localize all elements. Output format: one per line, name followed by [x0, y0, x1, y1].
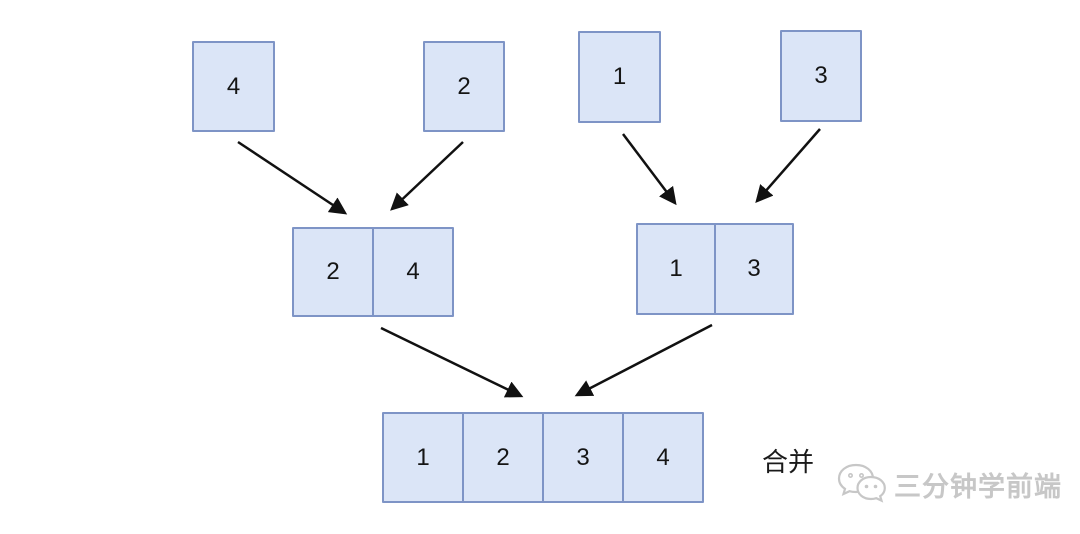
merge-label: 合并 — [762, 447, 815, 477]
node-value: 3 — [814, 62, 828, 89]
merged-pair-box-2-4: 2 4 — [292, 227, 454, 317]
arrow-pair13-to-merged — [574, 323, 713, 397]
node-value: 1 — [612, 63, 627, 90]
node-box-4: 4 — [192, 41, 275, 132]
node-value: 4 — [226, 72, 241, 100]
node-box-2: 2 — [423, 41, 505, 132]
node-box-3: 3 — [780, 30, 862, 122]
merged-pair-box-1-3: 1 3 — [636, 223, 794, 315]
node-value: 3 — [542, 414, 622, 501]
arrow-3-to-pair — [755, 128, 821, 203]
watermark-text: 三分钟学前端 — [894, 471, 1062, 502]
node-value: 2 — [462, 414, 542, 501]
arrow-pair24-to-merged — [380, 326, 524, 398]
node-value: 2 — [326, 258, 340, 285]
wechat-chat-bubbles-icon — [837, 463, 886, 503]
arrow-4-to-pair — [237, 140, 348, 215]
node-value: 3 — [714, 225, 792, 313]
node-value: 1 — [416, 443, 430, 471]
node-value: 2 — [457, 72, 471, 100]
node-value: 1 — [669, 255, 683, 282]
node-value: 4 — [622, 414, 702, 501]
node-value: 4 — [372, 229, 452, 315]
watermark: 三分钟学前端 — [836, 462, 1062, 506]
merged-array-box-1-2-3-4: 1 2 3 4 — [382, 412, 704, 503]
node-box-1: 1 — [578, 31, 661, 123]
arrow-1-to-pair — [622, 133, 677, 206]
arrow-2-to-pair — [390, 141, 464, 211]
